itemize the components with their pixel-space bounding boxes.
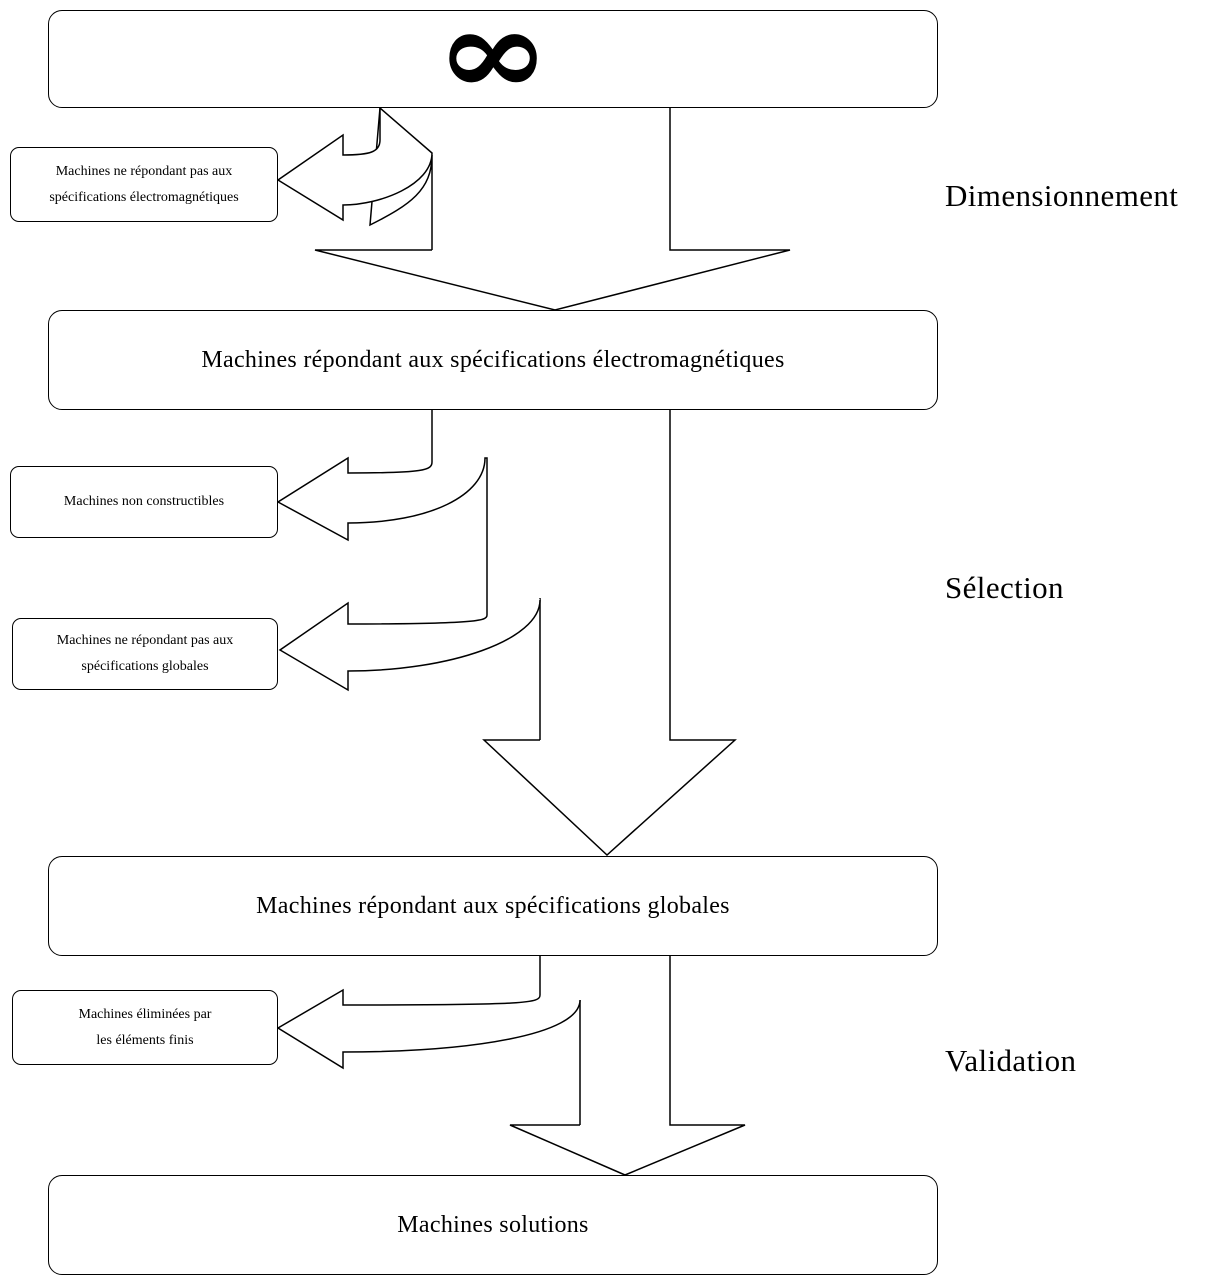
infinity-symbol: ∞: [435, 0, 551, 123]
reject-label: Machines non constructibles: [63, 494, 225, 509]
step-label: Machines répondant aux spécifications gl…: [256, 892, 730, 919]
step-box-global: Machines répondant aux spécifications gl…: [48, 856, 938, 956]
phase-label-dimensionnement: Dimensionnement: [945, 178, 1179, 213]
reject-label: Machines ne répondant pas aux spécificat…: [56, 633, 234, 674]
main-arrow-validation: [509, 955, 746, 1176]
step-label: Machines répondant aux spécifications él…: [201, 346, 785, 373]
reject-label: Machines éliminées par les éléments fini…: [78, 1006, 212, 1048]
step-box-solutions: Machines solutions: [48, 1175, 938, 1275]
reject-label: Machines ne répondant pas aux spécificat…: [49, 163, 239, 205]
reject-box-electromagnetic: Machines ne répondant pas aux spécificat…: [10, 147, 278, 222]
start-box: ∞: [48, 0, 938, 113]
step-label: Machines solutions: [397, 1211, 589, 1238]
reject-arrow-1: [276, 106, 433, 222]
phase-label-selection: Sélection: [945, 570, 1064, 605]
phase-label-validation: Validation: [945, 1043, 1077, 1078]
main-arrow-selection: [482, 410, 737, 857]
reject-box-global: Machines ne répondant pas aux spécificat…: [12, 618, 278, 690]
reject-box-finite-elements: Machines éliminées par les éléments fini…: [12, 990, 278, 1065]
reject-box-non-constructible: Machines non constructibles: [10, 466, 278, 538]
reject-arrow-2: [276, 410, 541, 692]
reject-arrow-4: [276, 955, 581, 1070]
step-box-electromagnetic: Machines répondant aux spécifications él…: [48, 310, 938, 410]
